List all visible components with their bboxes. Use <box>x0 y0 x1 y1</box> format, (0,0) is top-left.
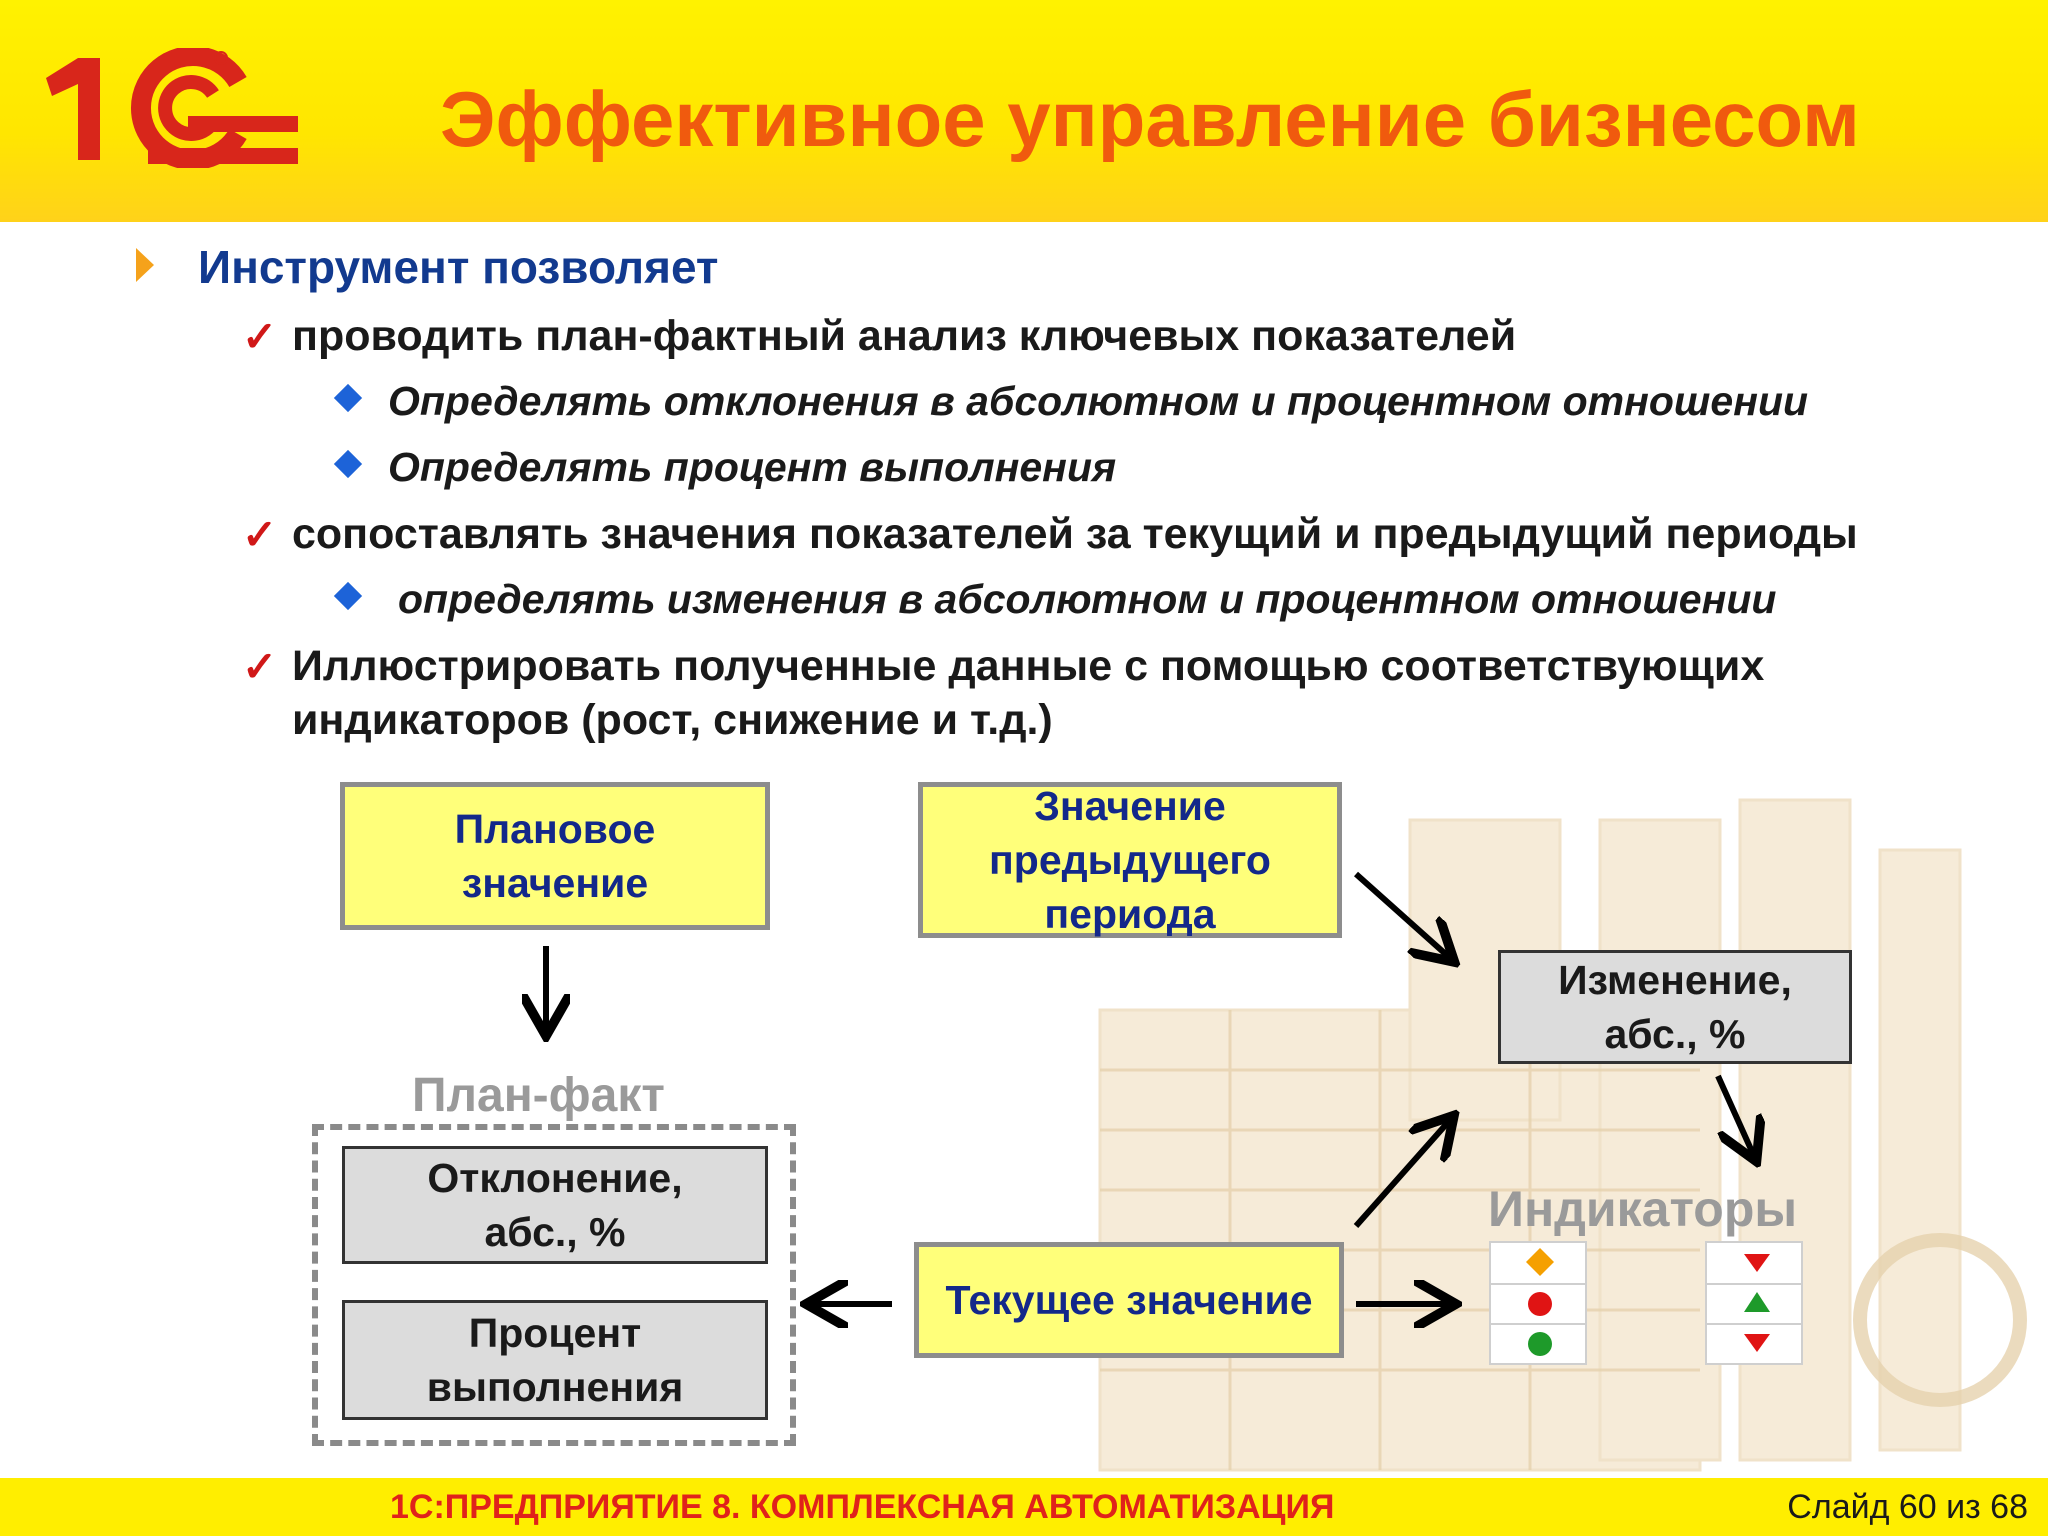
plan-fact-group <box>312 1124 796 1446</box>
arrow-change-to-indicators <box>1715 1074 1754 1156</box>
deviation-line-2: абс., % <box>484 1209 626 1255</box>
change-box: Изменение, абс., % <box>1498 950 1852 1064</box>
bullet-subitem-2-1: определять изменения в абсолютном и проц… <box>398 576 1777 622</box>
check-icon: ✓ <box>242 511 278 558</box>
bullet-main: Инструмент позволяет <box>198 241 719 293</box>
change-line-1: Изменение, <box>1558 957 1792 1003</box>
bullet-item-2: сопоставлять значения показателей за тек… <box>292 510 1858 558</box>
percent-line-2: выполнения <box>426 1364 684 1410</box>
bullet-item-1: проводить план-фактный анализ ключевых п… <box>292 312 1517 360</box>
current-value-box: Текущее значение <box>914 1242 1344 1358</box>
bullet-item-3-line-2: индикаторов (рост, снижение и т.д.) <box>292 696 1053 744</box>
arrow-prev-to-change <box>1354 871 1450 958</box>
previous-period-box: Значение предыдущего периода <box>918 782 1342 938</box>
orange-diamond-indicator-icon <box>1526 1248 1554 1276</box>
change-line-2: абс., % <box>1604 1011 1746 1057</box>
plan-value-line-1: Плановое <box>454 806 656 852</box>
header-bar <box>0 0 2048 222</box>
page-title: Эффективное управление бизнесом <box>440 75 1860 163</box>
plan-value-box: Плановое значение <box>340 782 770 930</box>
footer-text: 1С:ПРЕДПРИЯТИЕ 8. КОМПЛЕКСНАЯ АВТОМАТИЗА… <box>390 1488 1335 1526</box>
logo-1c <box>46 48 298 168</box>
prev-period-line-1: Значение <box>1034 783 1226 829</box>
bullet-item-3-line-1: Иллюстрировать полученные данные с помощ… <box>292 642 1765 690</box>
indicators-label: Индикаторы <box>1488 1181 1798 1237</box>
arrow-bullet-icon <box>136 248 154 282</box>
green-up-triangle-icon <box>1744 1292 1770 1312</box>
prev-period-line-2: предыдущего <box>989 837 1271 883</box>
red-down-triangle-icon <box>1744 1334 1770 1352</box>
percent-line-1: Процент <box>468 1310 642 1356</box>
plan-fact-label: План-факт <box>412 1069 665 1122</box>
footer-bar <box>0 1478 2048 1536</box>
arrow-current-to-change <box>1353 1120 1450 1228</box>
prev-period-line-3: периода <box>1044 891 1216 937</box>
plan-value-line-2: значение <box>461 860 649 906</box>
red-circle-indicator-icon <box>1528 1292 1552 1316</box>
deviation-line-1: Отклонение, <box>427 1155 683 1201</box>
current-value-text: Текущее значение <box>945 1277 1313 1323</box>
check-icon: ✓ <box>242 643 278 690</box>
bullet-subitem-1-1: Определять отклонения в абсолютном и про… <box>388 378 1809 424</box>
bullet-subitem-1-2: Определять процент выполнения <box>388 444 1117 490</box>
percent-complete-box: Процент выполнения <box>342 1300 768 1420</box>
red-down-triangle-icon <box>1744 1254 1770 1272</box>
slide-number: Слайд 60 из 68 <box>1787 1488 2028 1526</box>
check-icon: ✓ <box>242 313 278 360</box>
green-circle-indicator-icon <box>1528 1332 1552 1356</box>
deviation-box: Отклонение, абс., % <box>342 1146 768 1264</box>
